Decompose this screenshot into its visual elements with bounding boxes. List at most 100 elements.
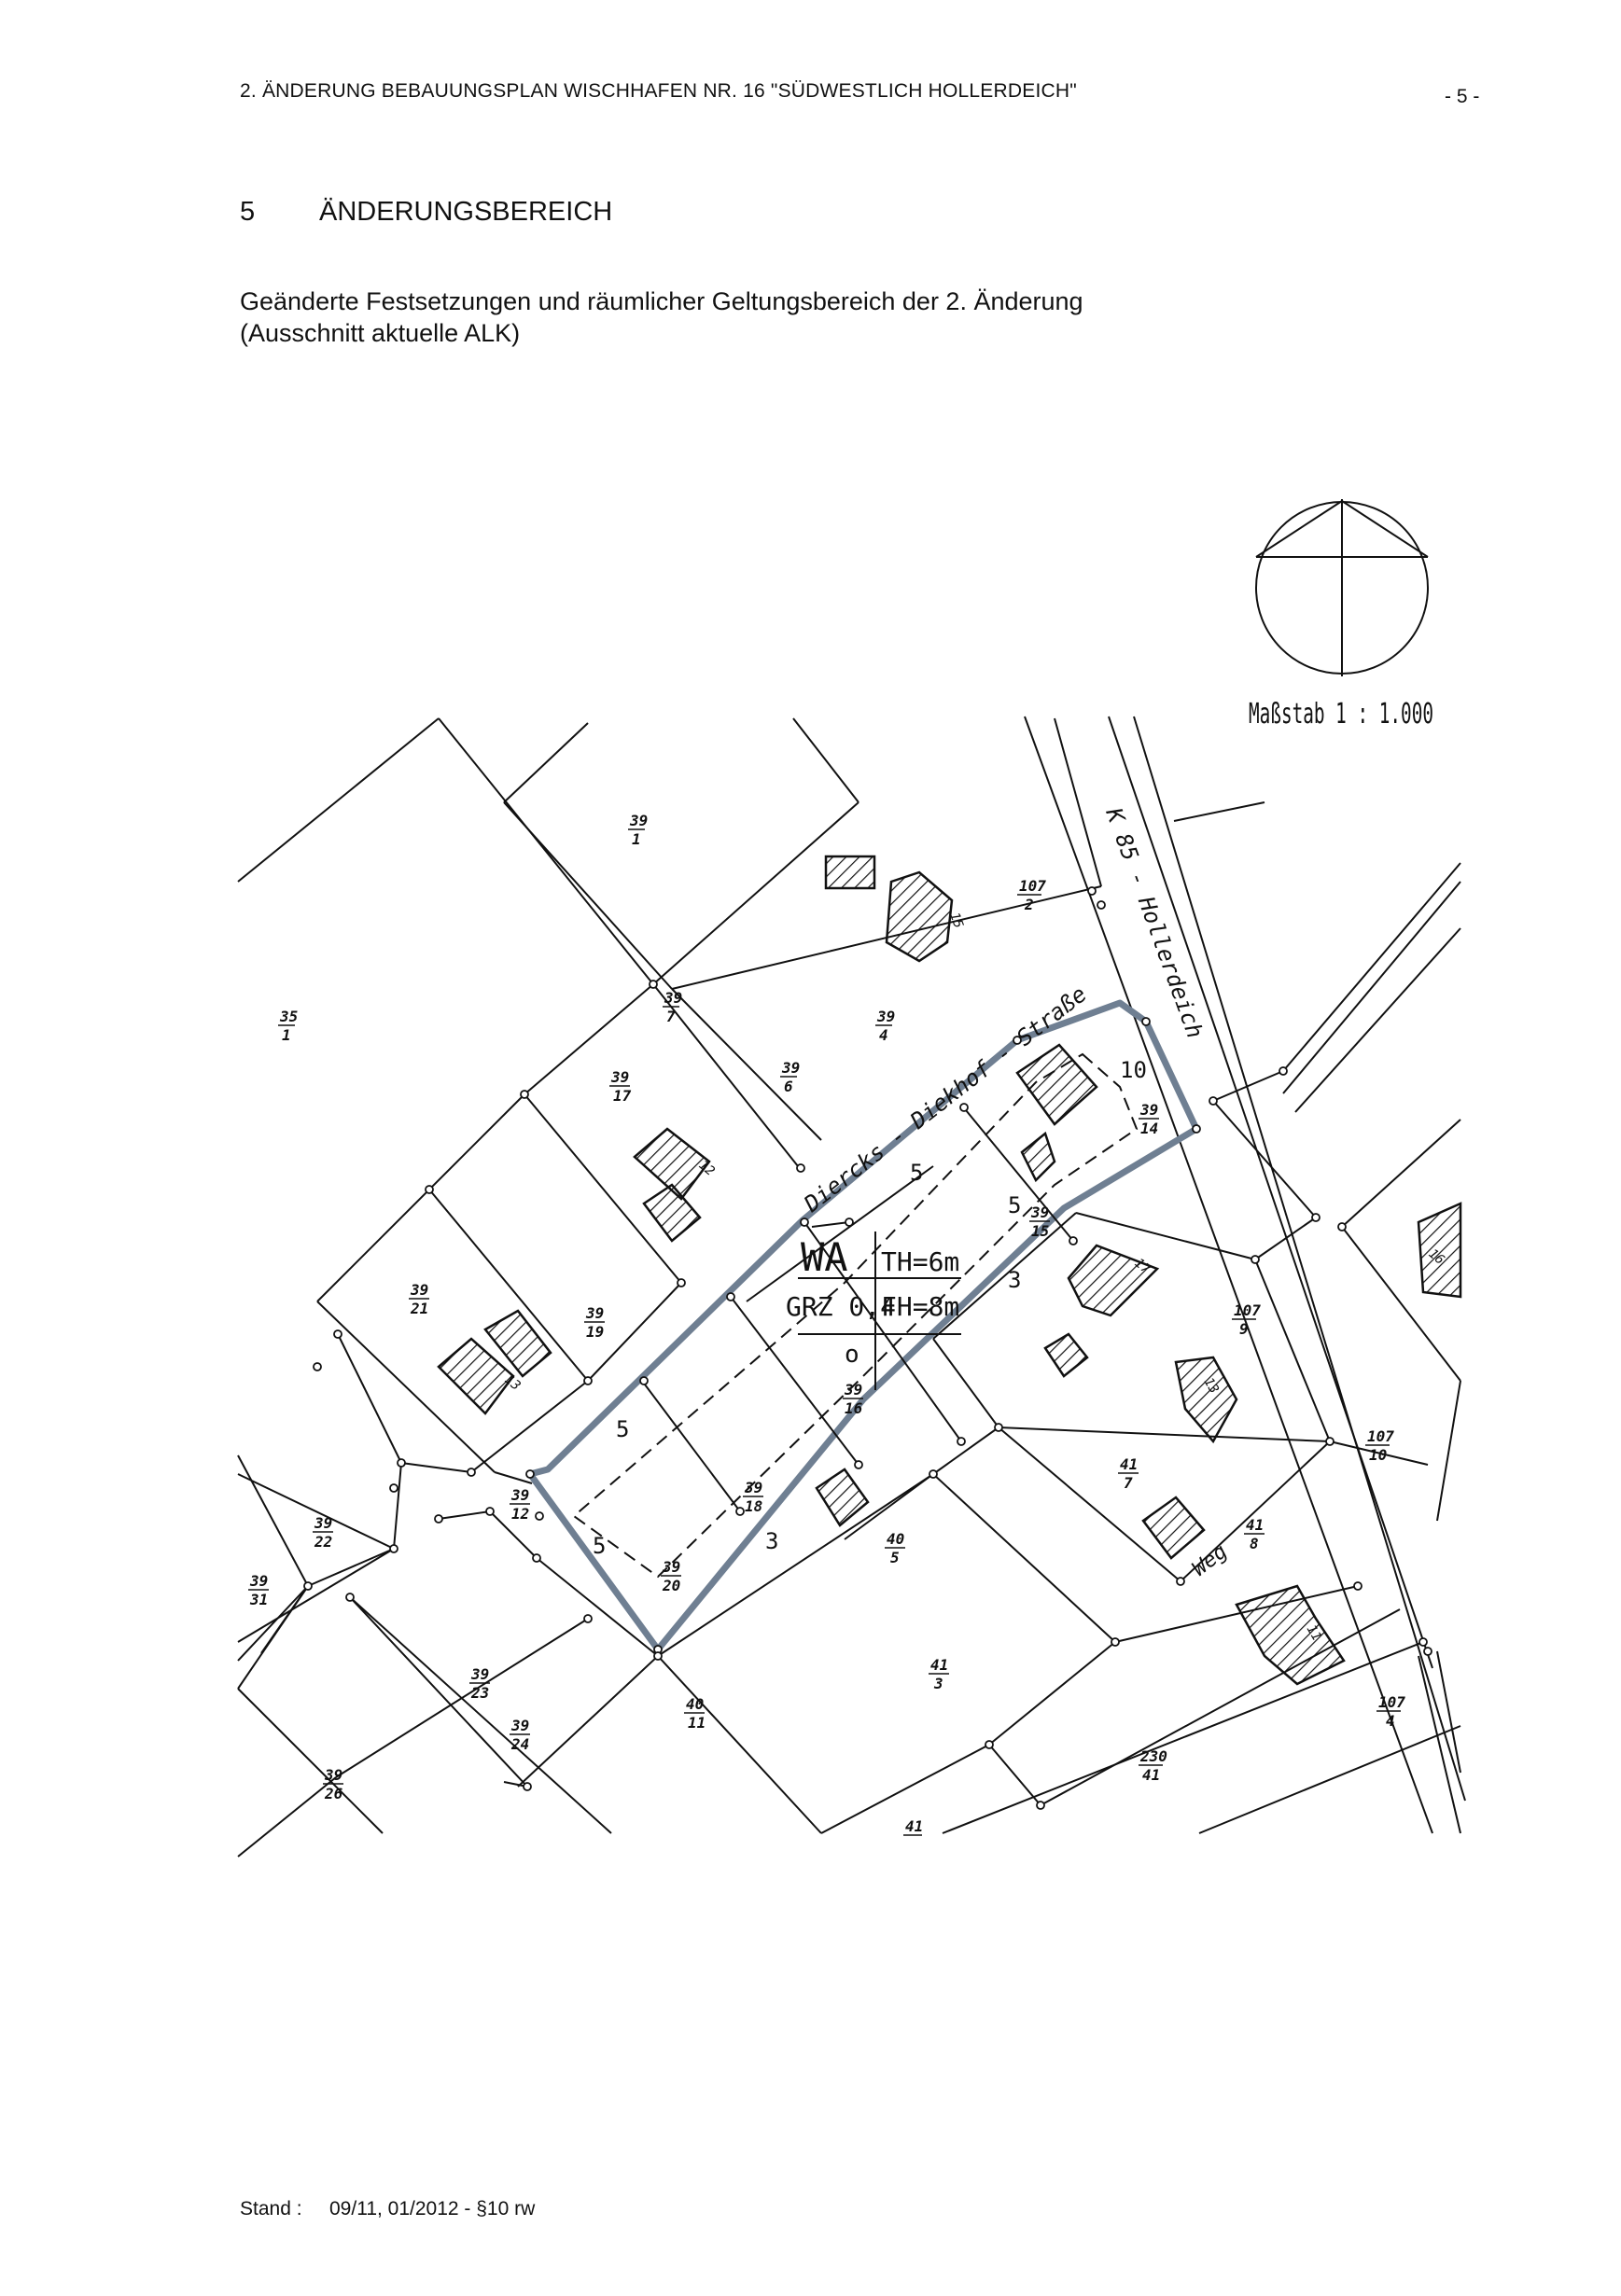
svg-text:107: 107 — [1378, 1693, 1405, 1711]
svg-text:39: 39 — [1030, 1204, 1049, 1221]
svg-text:5: 5 — [616, 1416, 629, 1442]
svg-text:22: 22 — [314, 1533, 332, 1551]
svg-text:17: 17 — [613, 1087, 632, 1105]
svg-text:11: 11 — [1304, 1622, 1324, 1644]
svg-text:26: 26 — [324, 1785, 343, 1802]
zoning-bauweise: o — [845, 1341, 859, 1369]
svg-text:23: 23 — [470, 1684, 489, 1702]
svg-text:5: 5 — [593, 1533, 606, 1559]
intro-paragraph: Geänderte Festsetzungen und räumlicher G… — [240, 285, 1083, 349]
street-path-label: Weg — [1188, 1540, 1232, 1581]
svg-text:39: 39 — [1139, 1101, 1158, 1119]
svg-text:5: 5 — [910, 1160, 923, 1186]
svg-text:21: 21 — [410, 1300, 428, 1317]
svg-text:35: 35 — [279, 1008, 298, 1025]
parcel-label: 394 — [875, 1008, 895, 1044]
svg-text:39: 39 — [410, 1281, 428, 1299]
svg-text:16: 16 — [845, 1399, 863, 1417]
svg-text:2: 2 — [1024, 896, 1034, 913]
svg-text:1: 1 — [632, 830, 641, 848]
parcel-label: 396 — [780, 1059, 800, 1095]
svg-text:10: 10 — [1369, 1446, 1387, 1464]
svg-text:7: 7 — [666, 1008, 676, 1025]
svg-text:3: 3 — [933, 1675, 943, 1692]
svg-text:39: 39 — [249, 1572, 268, 1590]
svg-text:20: 20 — [662, 1577, 680, 1594]
zoning-fh: FH=8m — [881, 1291, 959, 1322]
svg-text:15: 15 — [946, 911, 966, 930]
svg-text:107: 107 — [1234, 1301, 1261, 1319]
buildings — [437, 855, 1462, 1686]
intro-line-2: (Ausschnitt aktuelle ALK) — [240, 319, 521, 347]
svg-text:3: 3 — [1008, 1267, 1021, 1293]
section-number: 5 — [240, 197, 256, 227]
parcel-label: 413 — [929, 1656, 949, 1692]
svg-text:6: 6 — [784, 1078, 793, 1095]
svg-text:31: 31 — [249, 1591, 268, 1608]
svg-text:39: 39 — [664, 989, 682, 1007]
svg-text:4: 4 — [1386, 1712, 1395, 1730]
svg-text:39: 39 — [585, 1304, 604, 1322]
svg-text:7: 7 — [1124, 1474, 1133, 1492]
north-arrow-icon — [1255, 499, 1429, 676]
svg-text:39: 39 — [510, 1717, 529, 1734]
svg-text:39: 39 — [744, 1479, 762, 1496]
svg-text:41: 41 — [1246, 1516, 1264, 1534]
svg-text:15: 15 — [1031, 1222, 1049, 1240]
svg-text:39: 39 — [470, 1665, 489, 1683]
page-number: - 5 - — [1445, 86, 1480, 107]
svg-text:5: 5 — [890, 1549, 900, 1566]
parcel-label: 417 — [1118, 1455, 1139, 1492]
svg-text:107: 107 — [1019, 877, 1046, 895]
svg-text:5: 5 — [1008, 1192, 1021, 1218]
intro-line-1: Geänderte Festsetzungen und räumlicher G… — [240, 287, 1083, 315]
svg-text:1: 1 — [282, 1026, 291, 1044]
svg-text:9: 9 — [1239, 1320, 1249, 1338]
svg-text:11: 11 — [688, 1714, 706, 1732]
svg-text:41: 41 — [1142, 1766, 1160, 1784]
svg-text:39: 39 — [314, 1514, 332, 1532]
parcel-label: 405 — [885, 1530, 905, 1566]
zoning-th: TH=6m — [881, 1246, 959, 1277]
footer-value: 09/11, 01/2012 - §10 rw — [329, 2198, 536, 2219]
building-envelope — [572, 1052, 1139, 1579]
parcel-label: 397 — [663, 989, 682, 1025]
parcel-label: 418 — [1244, 1516, 1265, 1552]
zoning-table: WA TH=6m GRZ 0,4 FH=8m o — [786, 1231, 961, 1390]
svg-text:230: 230 — [1139, 1747, 1167, 1765]
svg-text:39: 39 — [629, 812, 648, 829]
svg-text:41: 41 — [930, 1656, 948, 1674]
svg-text:19: 19 — [586, 1323, 604, 1341]
svg-text:13: 13 — [1201, 1375, 1222, 1397]
parcel-label: 391 — [628, 812, 648, 848]
svg-text:39: 39 — [610, 1068, 629, 1086]
svg-text:39: 39 — [324, 1766, 342, 1784]
svg-text:107: 107 — [1367, 1427, 1394, 1445]
boundary-markers — [303, 886, 1432, 1810]
svg-text:39: 39 — [510, 1486, 529, 1504]
svg-text:40: 40 — [887, 1530, 904, 1548]
svg-text:39: 39 — [876, 1008, 895, 1025]
svg-text:3: 3 — [765, 1528, 778, 1554]
document-header-title: 2. ÄNDERUNG BEBAUUNGSPLAN WISCHHAFEN NR.… — [240, 80, 1077, 102]
parcel-label: 41 — [903, 1817, 923, 1836]
footer-label: Stand : — [240, 2198, 302, 2219]
svg-text:39: 39 — [662, 1558, 680, 1576]
svg-text:12: 12 — [511, 1505, 529, 1523]
svg-text:4: 4 — [879, 1026, 888, 1044]
